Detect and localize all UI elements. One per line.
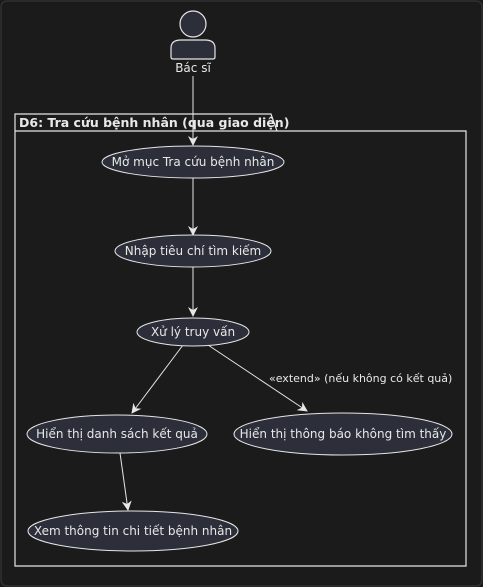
usecase-show-result-list-label: Hiển thị danh sách kết quả: [36, 427, 198, 441]
actor-body-icon: [170, 39, 216, 60]
usecase-open-search-label: Mở mục Tra cứu bệnh nhân: [112, 155, 275, 169]
usecase-view-patient-detail: [27, 510, 239, 552]
use-cases: Mở mục Tra cứu bệnh nhân Nhập tiêu chí t…: [26, 145, 453, 552]
actor-label: Bác sĩ: [175, 61, 211, 75]
arrow-list-to-detail: [119, 452, 132, 511]
arrow-process-to-list: [131, 344, 184, 414]
usecase-process-query: [136, 317, 250, 347]
usecase-show-not-found: [233, 412, 453, 456]
actor-head-icon: [179, 10, 207, 38]
package-title: D6: Tra cứu bệnh nhân (qua giao diện): [19, 115, 289, 130]
arrow-extend-process-to-none: [207, 344, 308, 412]
package: D6: Tra cứu bệnh nhân (qua giao diện): [14, 113, 467, 567]
usecase-view-patient-detail-label: Xem thông tin chi tiết bệnh nhân: [34, 524, 232, 538]
package-border: [14, 113, 467, 567]
actor-doctor: Bác sĩ: [170, 10, 216, 75]
usecase-input-criteria: [114, 234, 272, 268]
usecase-show-not-found-label: Hiển thị thông báo không tìm thấy: [240, 427, 447, 441]
usecase-input-criteria-label: Nhập tiêu chí tìm kiếm: [125, 244, 261, 258]
relations: «extend» (nếu không có kết quả): [119, 76, 452, 511]
extend-label: «extend» (nếu không có kết quả): [269, 372, 452, 385]
usecase-process-query-label: Xử lý truy vấn: [151, 325, 235, 339]
usecase-open-search: [101, 145, 285, 179]
usecase-show-result-list: [26, 414, 208, 454]
